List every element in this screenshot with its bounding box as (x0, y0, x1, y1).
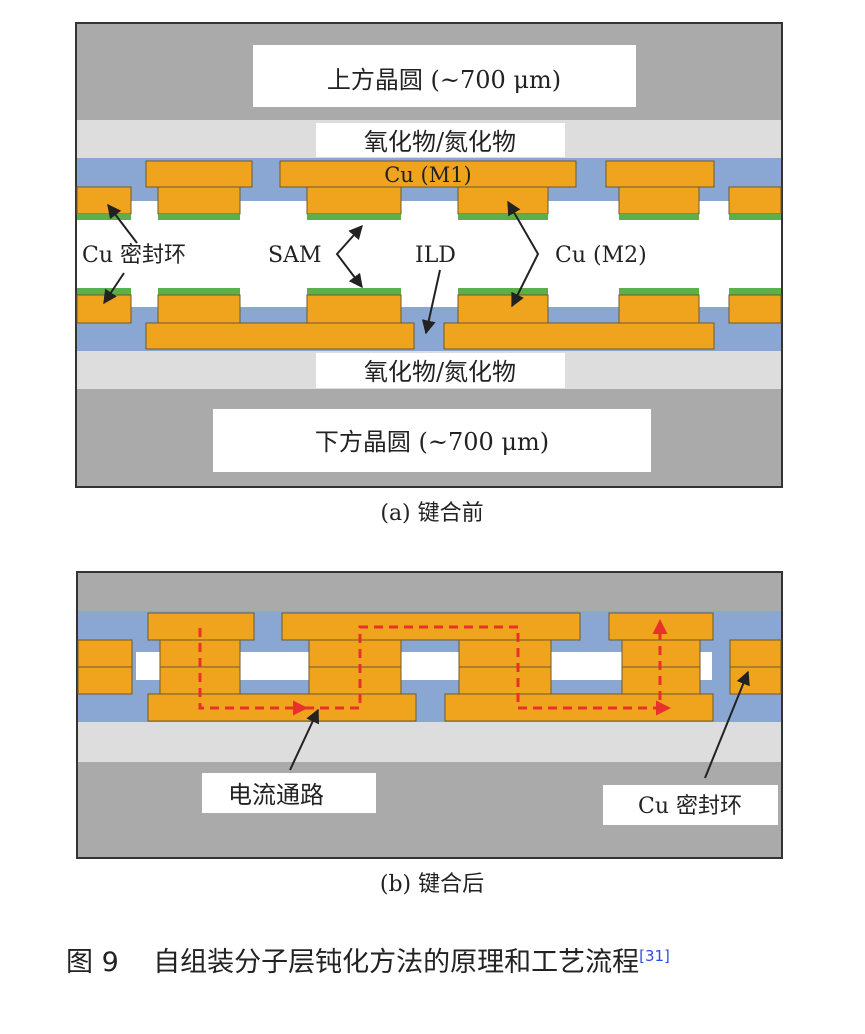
seal-ring-label-a: Cu 密封环 (82, 243, 186, 268)
sam-label: SAM (268, 243, 322, 268)
ild-label: ILD (415, 243, 456, 268)
figure-caption: 图 9 自组装分子层钝化方法的原理和工艺流程[31] (66, 940, 846, 980)
upper-oxide-label: 氧化物/氮化物 (364, 128, 516, 156)
current-path-label: 电流通路 (228, 781, 324, 809)
bonded-cu-pillars (77, 639, 782, 695)
upper-wafer-label: 上方晶圆 (~700 μm) (327, 66, 561, 94)
cu-m2-label: Cu (M2) (555, 243, 647, 268)
upper-sam-layer (77, 214, 781, 220)
bonding-diagram: 上方晶圆 (~700 μm) 氧化物/氮化物 (75, 22, 783, 897)
seal-ring-label-b: Cu 密封环 (638, 794, 742, 819)
caption-a: (a) 键合前 (380, 501, 483, 526)
cu-m1-label: Cu (M1) (384, 163, 472, 187)
annotation-arrows-b (289, 670, 750, 779)
bonded-cu-m1-upper (147, 612, 714, 641)
caption-b: (b) 键合后 (380, 872, 484, 897)
upper-cu-m1 (145, 160, 715, 188)
lower-oxide-label: 氧化物/氮化物 (364, 358, 516, 386)
panel-b-after-bonding: 电流通路 Cu 密封环 (b) 键合后 (76, 571, 783, 897)
figure-title: 自组装分子层钝化方法的原理和工艺流程 (153, 947, 640, 978)
lower-wafer-label: 下方晶圆 (~700 μm) (315, 428, 549, 456)
annotation-arrows-a (103, 200, 540, 335)
figure-label: 图 9 (66, 947, 119, 978)
lower-cu-m1 (145, 322, 715, 350)
panel-a-before-bonding: 上方晶圆 (~700 μm) 氧化物/氮化物 (75, 22, 783, 526)
upper-cu-m2-pads (76, 186, 782, 215)
current-path-line (198, 619, 671, 716)
figure-reference[interactable]: [31] (639, 947, 670, 965)
lower-cu-m2-pads (76, 294, 782, 324)
